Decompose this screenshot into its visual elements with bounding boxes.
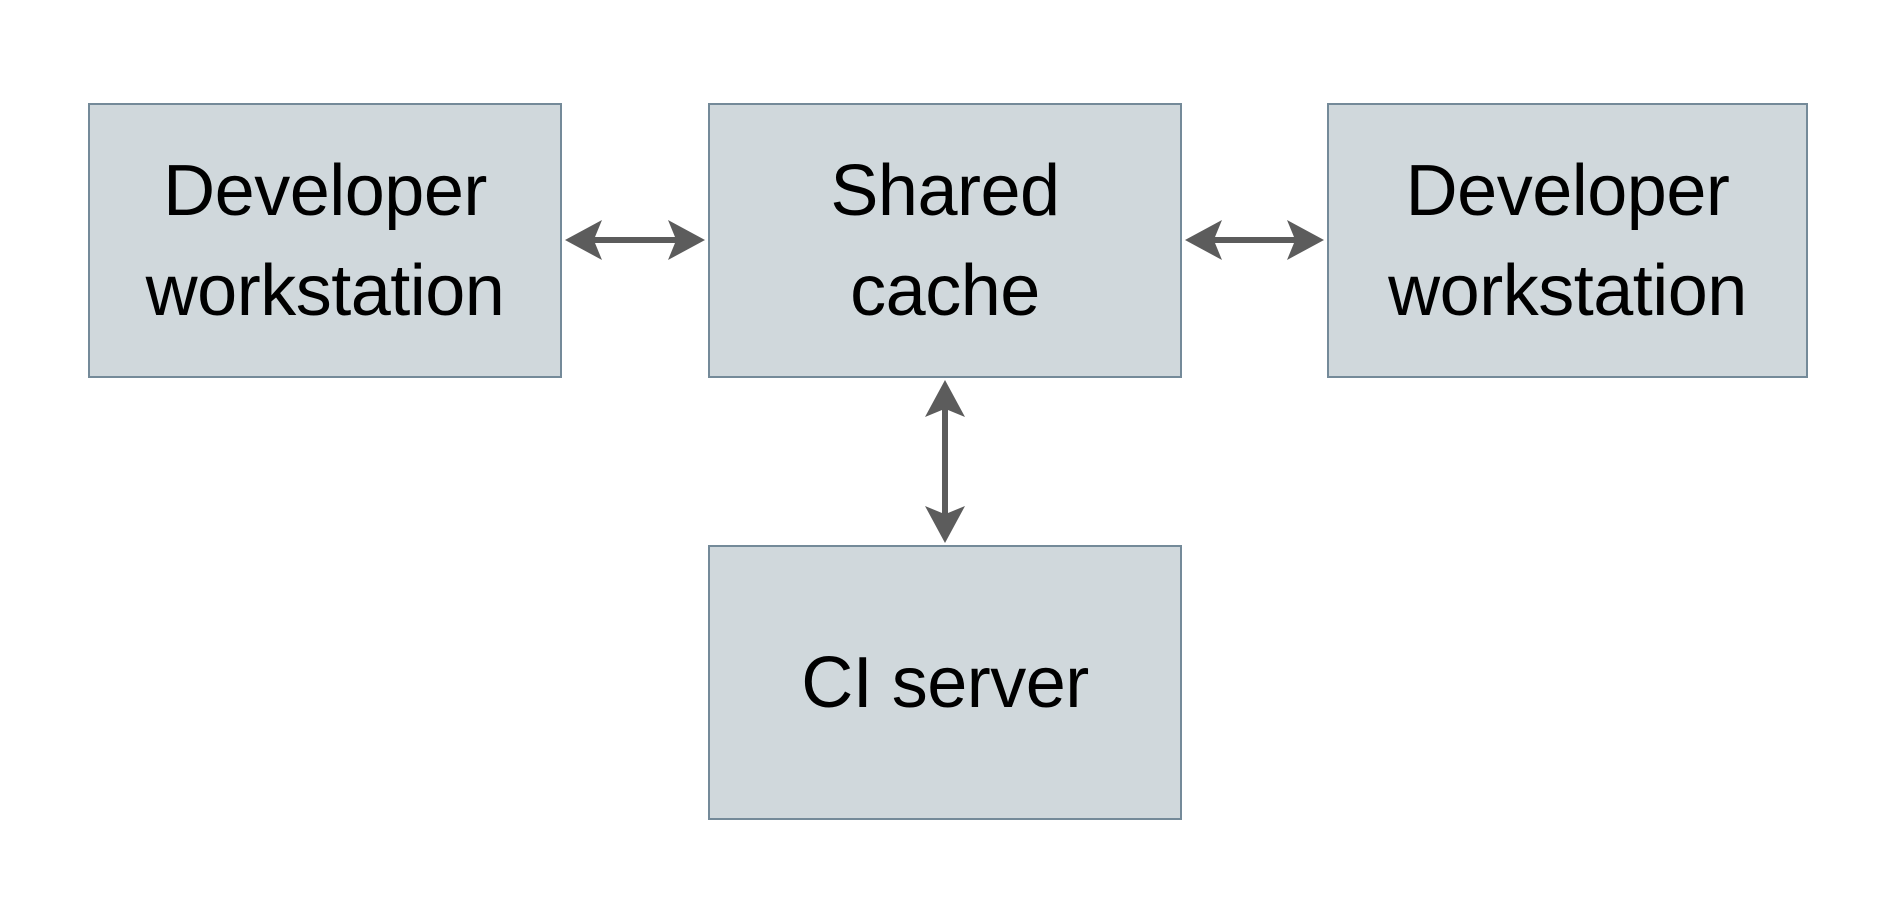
edge-shared-cache-to-developer-right[interactable] [1182,212,1327,268]
node-developer-workstation-right[interactable]: Developer workstation [1327,103,1808,378]
node-developer-workstation-left[interactable]: Developer workstation [88,103,562,378]
bidirectional-arrow-icon [565,220,705,260]
node-label-developer-workstation-left: Developer workstation [145,150,505,331]
node-ci-server[interactable]: CI server [708,545,1182,820]
edge-developer-left-to-shared-cache[interactable] [562,212,708,268]
edge-shared-cache-to-ci-server[interactable] [917,378,973,545]
bidirectional-arrow-icon [925,380,965,543]
node-label-ci-server: CI server [801,642,1089,723]
node-label-developer-workstation-right: Developer workstation [1388,150,1747,331]
node-label-shared-cache: Shared cache [830,150,1060,331]
bidirectional-arrow-icon [1185,220,1324,260]
node-shared-cache[interactable]: Shared cache [708,103,1182,378]
